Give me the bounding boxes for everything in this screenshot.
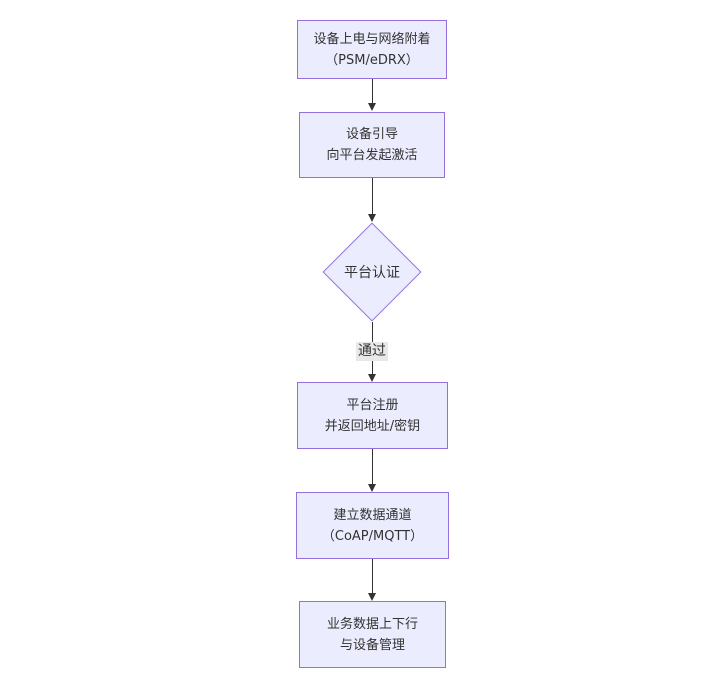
arrowhead-down-icon (367, 374, 376, 382)
node-bootstrap: 设备引导 向平台发起激活 (299, 112, 445, 178)
flow-arrow-line (371, 79, 373, 103)
node-platform-register: 平台注册 并返回地址/密钥 (297, 382, 448, 449)
node-label-line: 与设备管理 (339, 637, 405, 653)
flow-arrow-line (371, 559, 373, 593)
decision-label: 平台认证 (344, 265, 400, 281)
flow-arrow-line (371, 449, 373, 484)
node-label-line: 并返回地址/密钥 (324, 418, 421, 434)
arrowhead-down-icon (367, 103, 376, 111)
node-business-data: 业务数据上下行 与设备管理 (299, 601, 446, 668)
node-label-line: 业务数据上下行 (326, 616, 418, 632)
node-label-line: （CoAP/MQTT） (321, 528, 424, 544)
node-label-line: 平台注册 (346, 397, 399, 413)
node-label-line: 向平台发起激活 (326, 148, 418, 163)
arrowhead-down-icon (367, 484, 376, 492)
flow-arrow-line (371, 178, 373, 214)
edge-label-pass: 通过 (356, 342, 388, 361)
node-label-line: 建立数据通道 (333, 507, 412, 523)
arrowhead-down-icon (367, 214, 376, 222)
decision-platform-auth: 平台认证 (322, 222, 422, 322)
node-power-attach: 设备上电与网络附着 （PSM/eDRX） (297, 20, 447, 79)
node-label-line: 设备上电与网络附着 (313, 31, 431, 47)
node-label-line: 设备引导 (345, 127, 398, 142)
node-label-line: （PSM/eDRX） (325, 52, 419, 68)
node-data-channel: 建立数据通道 （CoAP/MQTT） (296, 492, 449, 559)
arrowhead-down-icon (367, 593, 376, 601)
